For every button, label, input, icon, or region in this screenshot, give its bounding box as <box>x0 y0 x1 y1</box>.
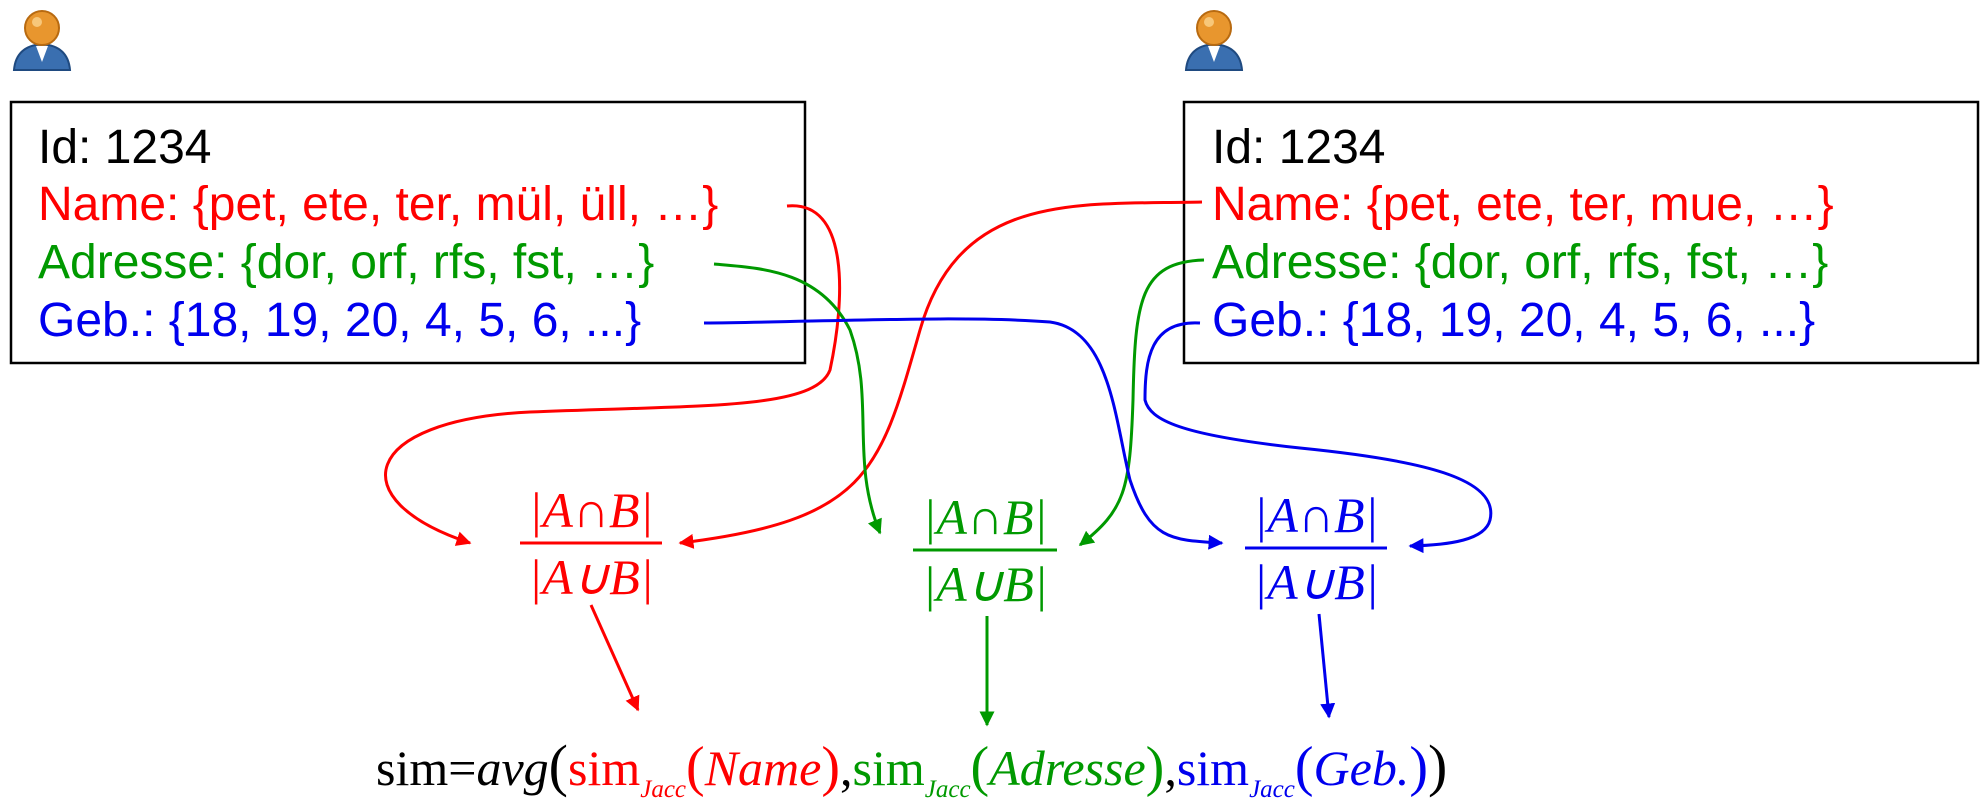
arrow-right-name <box>678 200 1203 549</box>
jaccard-fraction-address: |A∩B| |A∪B| <box>913 489 1057 612</box>
formula-term-address-arg: Adresse <box>986 740 1145 796</box>
jaccard-fraction-birth: |A∩B| |A∪B| <box>1245 487 1387 610</box>
jaccard-fraction-name: |A∩B| |A∪B| <box>520 482 662 605</box>
arrow-right-address <box>1078 258 1205 547</box>
formula-term-name-close: ) <box>821 736 840 798</box>
left-address-line: Adresse: {dor, orf, rfs, fst, …} <box>38 236 654 289</box>
jaccard-numerator: |A∩B| <box>923 489 1048 545</box>
record-box-right <box>1182 100 1980 365</box>
similarity-formula: sim=avg(simJacc(Name),simJacc(Adresse),s… <box>376 733 1447 803</box>
arrow-left-address <box>713 262 882 535</box>
record-box-left <box>9 100 807 365</box>
formula-term-birth-open: ( <box>1295 736 1314 798</box>
arrow-left-name <box>384 204 842 546</box>
formula-open-paren: ( <box>549 733 568 798</box>
formula-lhs: sim <box>376 740 448 796</box>
formula-term-birth-close: ) <box>1409 736 1428 798</box>
formula-term-birth-sub: Jacc <box>1249 776 1295 803</box>
formula-equals: = <box>448 740 476 796</box>
formula-term-name-open: ( <box>686 736 705 798</box>
jaccard-denominator: |A∪B| <box>1253 554 1378 610</box>
formula-comma: , <box>840 740 853 796</box>
formula-term-name-arg: Name <box>704 740 822 796</box>
jaccard-numerator: |A∩B| <box>529 482 654 538</box>
formula-term-address-close: ) <box>1146 736 1165 798</box>
formula-term-address-sub: Jacc <box>925 776 971 803</box>
formula-close-paren: ) <box>1428 733 1447 798</box>
person-icon-right <box>1184 10 1244 71</box>
formula-term-name-sub: Jacc <box>640 776 686 803</box>
formula-avg: avg <box>476 740 548 796</box>
formula-term-address-open: ( <box>971 736 990 798</box>
arrow-name-to-formula <box>589 604 640 712</box>
formula-term-birth-arg: Geb. <box>1314 740 1410 796</box>
left-id-line: Id: 1234 <box>38 121 211 174</box>
person-icon-left <box>12 10 72 71</box>
formula-term-birth: sim <box>1177 740 1249 796</box>
jaccard-denominator: |A∪B| <box>922 556 1047 612</box>
left-name-line: Name: {pet, ete, ter, mül, üll, …} <box>38 178 718 231</box>
formula-term-name: sim <box>568 740 640 796</box>
arrow-birth-to-formula <box>1317 613 1336 719</box>
jaccard-denominator: |A∪B| <box>528 549 653 605</box>
formula-comma: , <box>1164 740 1177 796</box>
arrow-left-birth <box>703 317 1224 550</box>
right-id-line: Id: 1234 <box>1212 121 1385 174</box>
left-birth-line: Geb.: {18, 19, 20, 4, 5, 6, ...} <box>38 294 641 347</box>
right-address-line: Adresse: {dor, orf, rfs, fst, …} <box>1212 236 1828 289</box>
arrow-right-birth <box>1143 321 1493 554</box>
right-birth-line: Geb.: {18, 19, 20, 4, 5, 6, ...} <box>1212 294 1815 347</box>
formula-term-address: sim <box>853 740 925 796</box>
right-name-line: Name: {pet, ete, ter, mue, …} <box>1212 178 1834 231</box>
jaccard-numerator: |A∩B| <box>1254 487 1379 543</box>
